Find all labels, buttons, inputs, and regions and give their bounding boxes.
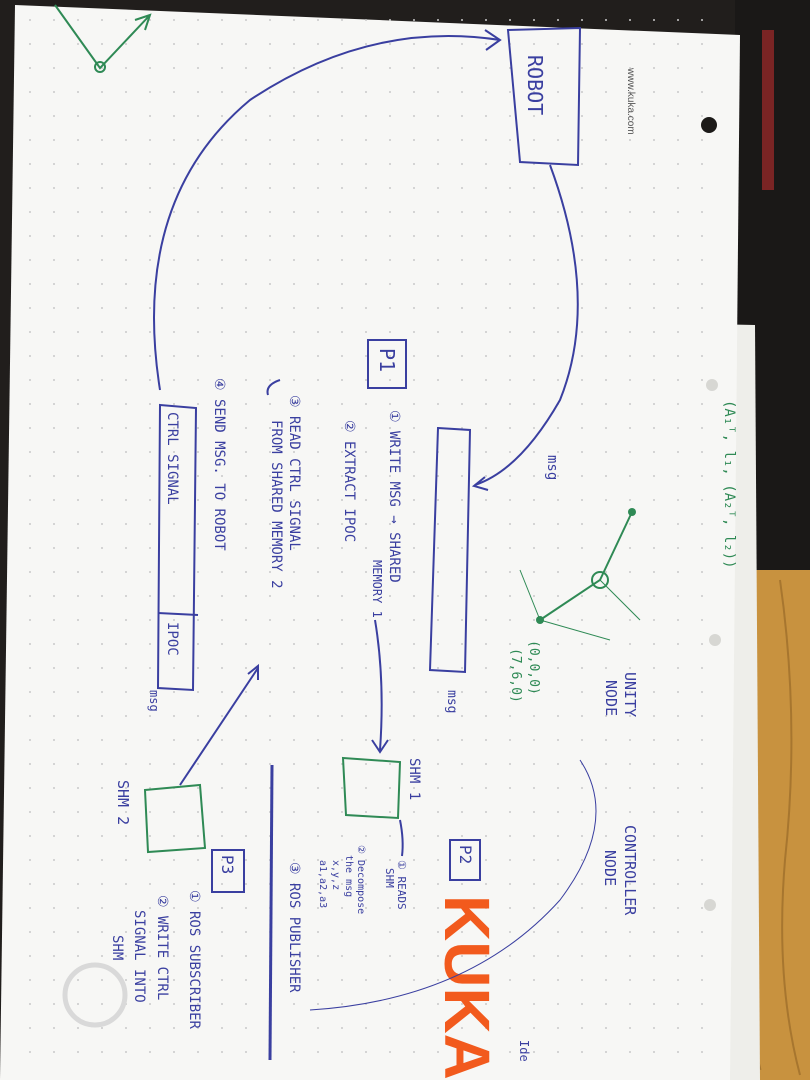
- p3-step2a: ② WRITE CTRL: [154, 895, 170, 1000]
- shm2-box: [143, 783, 207, 854]
- wood-grain-2: [779, 579, 801, 1076]
- p1-step3b: FROM SHARED MEMORY 2: [268, 420, 284, 589]
- ctrl-ipoc-divider: [157, 612, 199, 616]
- red-strip: [762, 30, 774, 190]
- msg-to-shm1-head: [371, 739, 389, 754]
- p2-step2b: the msg: [343, 855, 354, 897]
- ctrl-signal-label: CTRL SIGNAL: [164, 412, 180, 505]
- green-joint-3: [628, 508, 636, 516]
- origin-b: (7,6,0): [508, 648, 523, 703]
- green-joint-2: [591, 571, 609, 589]
- p1-step1b: MEMORY 1: [370, 560, 384, 618]
- shm1-to-p2-arrow: [399, 819, 404, 857]
- paper-sheet: [0, 5, 740, 1080]
- robot-box: [506, 26, 582, 167]
- p3-label-box: [211, 849, 245, 893]
- unity-node-b: NODE: [602, 680, 620, 716]
- controller-node-a: CONTROLLER: [621, 825, 639, 916]
- green-joint-corner: [94, 61, 106, 73]
- p3-step2c: SHM: [109, 935, 125, 960]
- p3-label: P3: [218, 855, 237, 874]
- p2-label: P2: [456, 845, 475, 864]
- website-url: www.kuka.com: [625, 67, 636, 135]
- robot-label: ROBOT: [523, 55, 547, 115]
- green-geometry-corner: [54, 4, 152, 70]
- msg-label-ipoc: msg: [147, 690, 161, 712]
- p2-label-box: [449, 839, 481, 881]
- ctrl-signal-box: [156, 403, 198, 692]
- msg-label-top: msg: [544, 455, 560, 480]
- ipoc-label: IPOC: [164, 622, 180, 656]
- edge-note: Ide: [517, 1040, 531, 1062]
- node-connector: [309, 759, 597, 1011]
- punch-hole-underlay-2: [709, 634, 721, 646]
- p1-step2: ② EXTRACT IPOC: [341, 420, 357, 542]
- shm2-to-p1-head: [247, 663, 259, 680]
- punch-hole-top: [701, 117, 717, 133]
- p1-step3a: ③ READ CTRL SIGNAL: [286, 395, 302, 551]
- message-box: [428, 426, 472, 674]
- p2-step2d: a1,a2,a3: [317, 860, 328, 908]
- p2-step2c: x,y,z: [330, 860, 341, 890]
- msg-to-shm1-arrow: [374, 619, 383, 751]
- p1-label: P1: [375, 348, 399, 372]
- loop-arrowhead: [484, 29, 502, 51]
- robot-to-msg-head: [471, 476, 489, 491]
- punch-hole-underlay: [706, 379, 718, 391]
- loop-arrow: [153, 35, 501, 391]
- robot-to-msg-line: [474, 164, 579, 486]
- shm1-box: [341, 756, 402, 820]
- unity-node-a: UNITY: [621, 672, 639, 717]
- shm2-to-p1-line: [179, 667, 259, 786]
- green-axes: [519, 569, 641, 641]
- p3-step2b: SIGNAL INTO: [131, 910, 147, 1003]
- p2-step3: ③ ROS PUBLISHER: [286, 862, 302, 993]
- controller-node-b: NODE: [601, 850, 619, 886]
- faint-ring: [62, 962, 128, 1028]
- p3-step1: ① ROS SUBSCRIBER: [186, 890, 202, 1030]
- p1-step4: ④ SEND MSG. TO ROBOT: [211, 378, 227, 551]
- shm2-label: SHM 2: [114, 780, 132, 825]
- msg-label-mid: msg: [444, 690, 459, 713]
- shm1-label: SHM 1: [406, 758, 422, 800]
- p2-step1b: SHM: [383, 868, 396, 888]
- kuka-logo: KUKA: [431, 895, 503, 1080]
- p1-bracket: [266, 379, 281, 396]
- p1-label-box: [367, 339, 407, 389]
- punch-hole-underlay-3: [704, 899, 716, 911]
- p2-step2a: ② Decompose: [355, 845, 366, 914]
- p1-step1a: ① WRITE MSG → SHARED: [386, 410, 402, 583]
- p2-step1a: ① READS: [395, 860, 408, 910]
- ros-topic-line: [268, 764, 274, 1061]
- origin-a: (0,0,0): [526, 640, 541, 695]
- dot-grid: [29, 19, 703, 1053]
- green-formula: (A₁ᵀ, l₁, (A₂ᵀ, l₂)): [721, 400, 737, 569]
